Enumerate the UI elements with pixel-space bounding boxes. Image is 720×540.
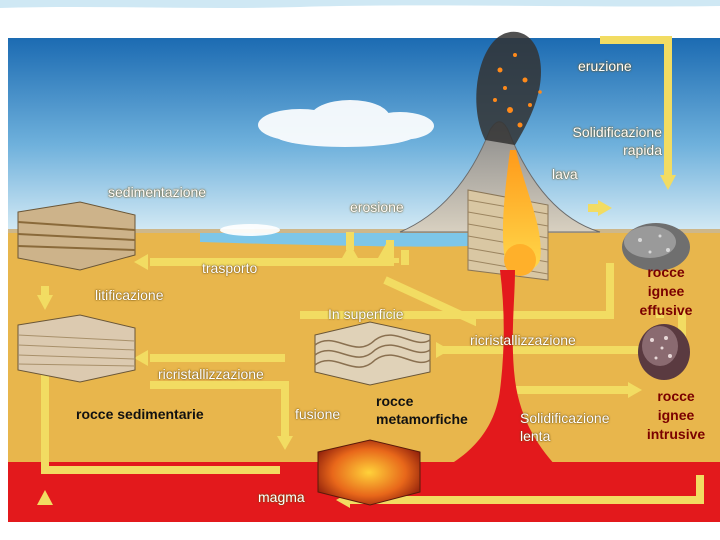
label-rocce-ignee-intrusive-2: ignee (636, 407, 716, 424)
label-solidificazione-lenta-1: Solidificazione (520, 410, 610, 427)
label-solidificazione-rapida-2: rapida (530, 142, 662, 159)
label-ricristallizzazione-right: ricristallizzazione (470, 332, 576, 349)
label-rocce-ignee-effusive-1: rocce (628, 264, 704, 281)
label-erosione: erosione (350, 199, 404, 216)
label-rocce-ignee-intrusive-3: intrusive (636, 426, 716, 443)
label-rocce-ignee-effusive-3: effusive (628, 302, 704, 319)
label-trasporto: trasporto (202, 260, 257, 277)
label-magma: magma (258, 489, 305, 506)
label-rocce-ignee-intrusive-1: rocce (636, 388, 716, 405)
label-eruzione: eruzione (578, 58, 632, 75)
label-ricristallizzazione-left: ricristallizzazione (158, 366, 264, 383)
magma-block (318, 440, 420, 505)
label-in-superficie: In superficie (328, 306, 403, 323)
sedimentary-block-top (18, 202, 135, 270)
label-litificazione: litificazione (95, 287, 163, 304)
label-solidificazione-rapida-1: Solidificazione (530, 124, 662, 141)
label-rocce-metamorfiche-2: metamorfiche (376, 411, 468, 428)
sedimentary-block-bottom (18, 315, 135, 382)
metamorphic-block (315, 322, 430, 385)
label-fusione: fusione (295, 406, 340, 423)
label-rocce-metamorfiche-1: rocce (376, 393, 413, 410)
label-lava: lava (552, 166, 578, 183)
label-solidificazione-lenta-2: lenta (520, 428, 550, 445)
intrusive-rock (638, 324, 690, 380)
label-rocce-sedimentarie: rocce sedimentarie (76, 406, 204, 423)
label-sedimentazione: sedimentazione (108, 184, 206, 201)
label-rocce-ignee-effusive-2: ignee (628, 283, 704, 300)
